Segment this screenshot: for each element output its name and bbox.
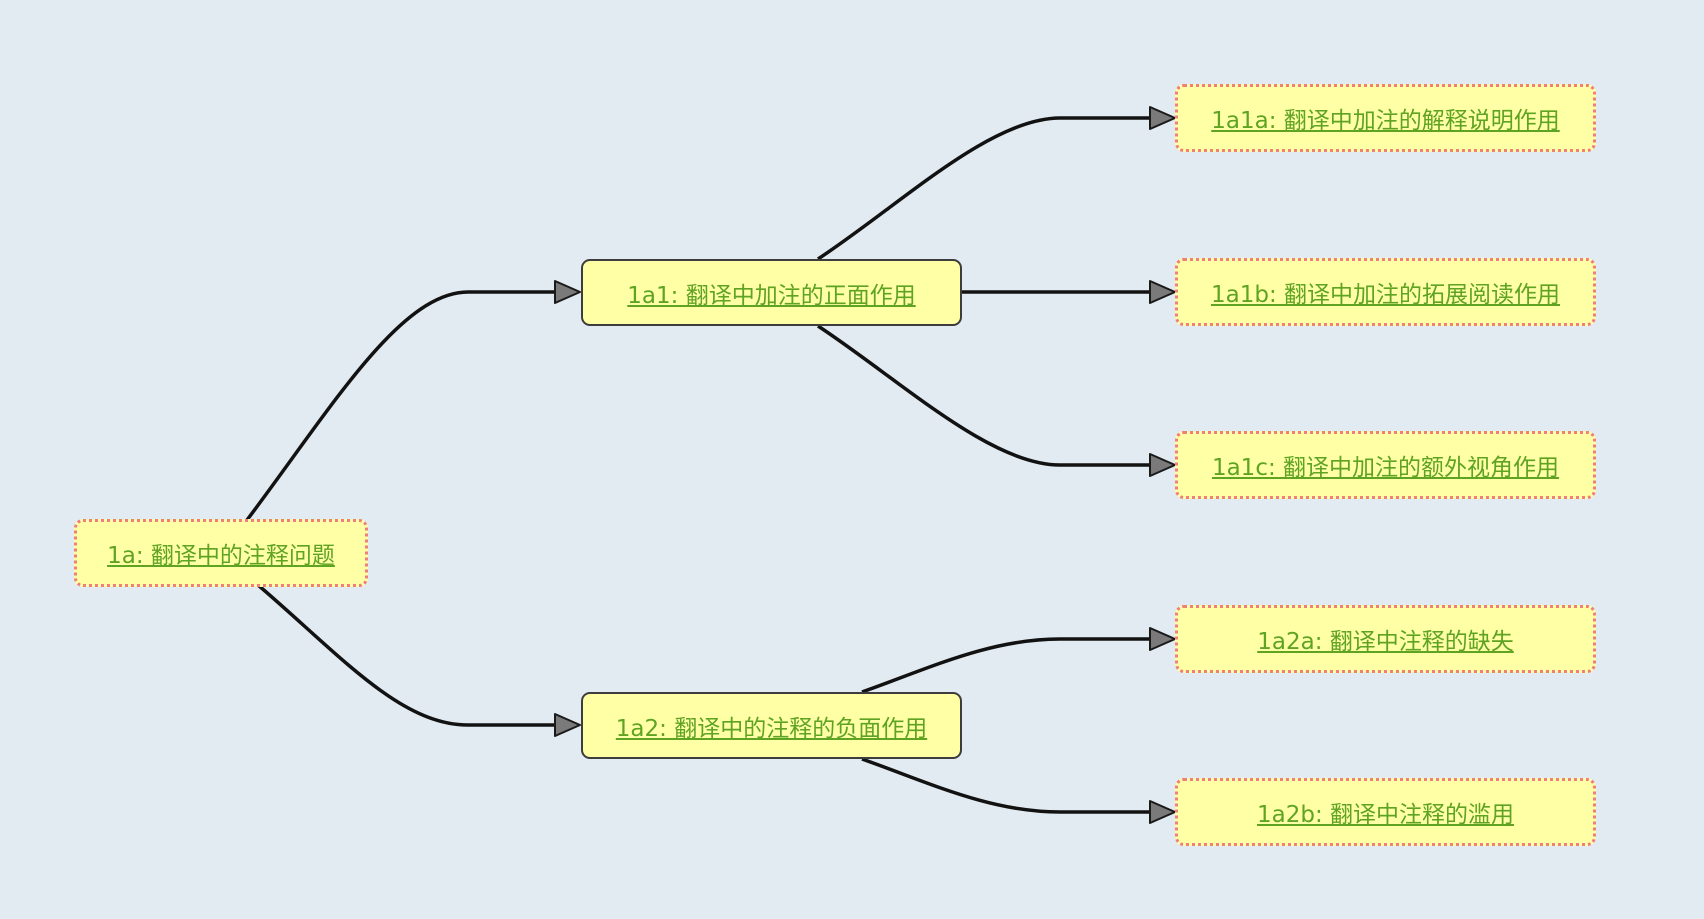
- arrowhead-1a2: [554, 713, 581, 737]
- node-1a1-link[interactable]: 1a1: 翻译中加注的正面作用: [627, 282, 916, 309]
- node-1a[interactable]: 1a: 翻译中的注释问题: [74, 519, 368, 587]
- node-1a1c-link[interactable]: 1a1c: 翻译中加注的额外视角作用: [1211, 455, 1560, 481]
- node-1a-link[interactable]: 1a: 翻译中的注释问题: [107, 543, 335, 569]
- edge-1a-to-1a2: [256, 583, 555, 727]
- edge-1a-to-1a1: [245, 290, 555, 522]
- edge-1a2-to-1a2b: [861, 757, 1150, 814]
- node-1a2b[interactable]: 1a2b: 翻译中注释的滥用: [1175, 778, 1596, 846]
- arrowhead-1a1b: [1149, 280, 1176, 304]
- node-1a1b[interactable]: 1a1b: 翻译中加注的拓展阅读作用: [1175, 258, 1596, 326]
- edge-1a2-to-1a2a: [861, 637, 1150, 694]
- node-1a2-link[interactable]: 1a2: 翻译中的注释的负面作用: [615, 715, 928, 742]
- node-1a1a-link[interactable]: 1a1a: 翻译中加注的解释说明作用: [1211, 108, 1560, 134]
- node-1a1a[interactable]: 1a1a: 翻译中加注的解释说明作用: [1175, 84, 1596, 152]
- arrowhead-1a2a: [1149, 627, 1176, 651]
- arrowhead-1a1c: [1149, 453, 1176, 477]
- node-1a2a-link[interactable]: 1a2a: 翻译中注释的缺失: [1257, 629, 1514, 655]
- node-1a1[interactable]: 1a1: 翻译中加注的正面作用: [581, 259, 962, 326]
- edge-1a1-to-1a1c: [817, 324, 1150, 467]
- node-1a2[interactable]: 1a2: 翻译中的注释的负面作用: [581, 692, 962, 759]
- node-1a2a[interactable]: 1a2a: 翻译中注释的缺失: [1175, 605, 1596, 673]
- node-1a1b-link[interactable]: 1a1b: 翻译中加注的拓展阅读作用: [1210, 282, 1561, 308]
- node-1a1c[interactable]: 1a1c: 翻译中加注的额外视角作用: [1175, 431, 1596, 499]
- arrowhead-1a2b: [1149, 800, 1176, 824]
- arrowhead-1a1a: [1149, 106, 1176, 130]
- edge-1a1-to-1a1a: [817, 116, 1150, 261]
- node-1a2b-link[interactable]: 1a2b: 翻译中注释的滥用: [1256, 802, 1515, 828]
- arrowhead-1a1: [554, 280, 581, 304]
